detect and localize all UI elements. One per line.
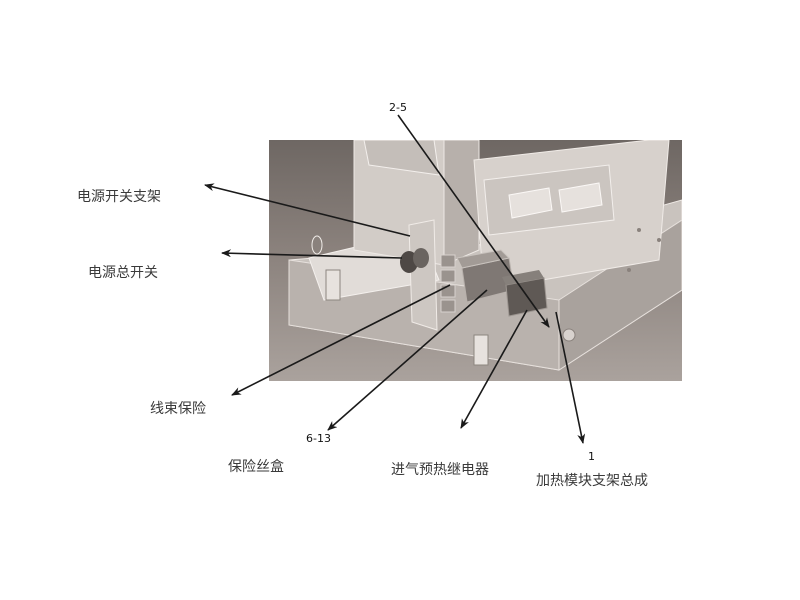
label-heater-module-bracket-assembly: 加热模块支架总成 [536, 473, 648, 489]
arrow-power-switch-bracket [204, 183, 411, 237]
arrow-2-5 [397, 114, 550, 328]
number-1: 1 [588, 450, 595, 463]
label-power-switch-bracket: 电源开关支架 [77, 189, 161, 205]
arrow-harness-fuse [231, 284, 451, 396]
arrow-1 [555, 311, 586, 444]
label-harness-fuse: 线束保险 [150, 401, 206, 417]
label-fuse-box: 保险丝盒 [228, 459, 284, 475]
number-2-5: 2-5 [389, 101, 407, 114]
label-main-power-switch: 电源总开关 [88, 265, 158, 281]
number-6-13: 6-13 [306, 432, 331, 445]
cad-equipment-drawing [288, 140, 682, 371]
cad-render-image [269, 140, 682, 381]
arrow-intake-preheat-relay [460, 309, 528, 429]
arrow-6-13 [327, 289, 488, 431]
label-intake-preheat-relay: 进气预热继电器 [391, 462, 489, 478]
arrow-main-power-switch [221, 249, 403, 259]
